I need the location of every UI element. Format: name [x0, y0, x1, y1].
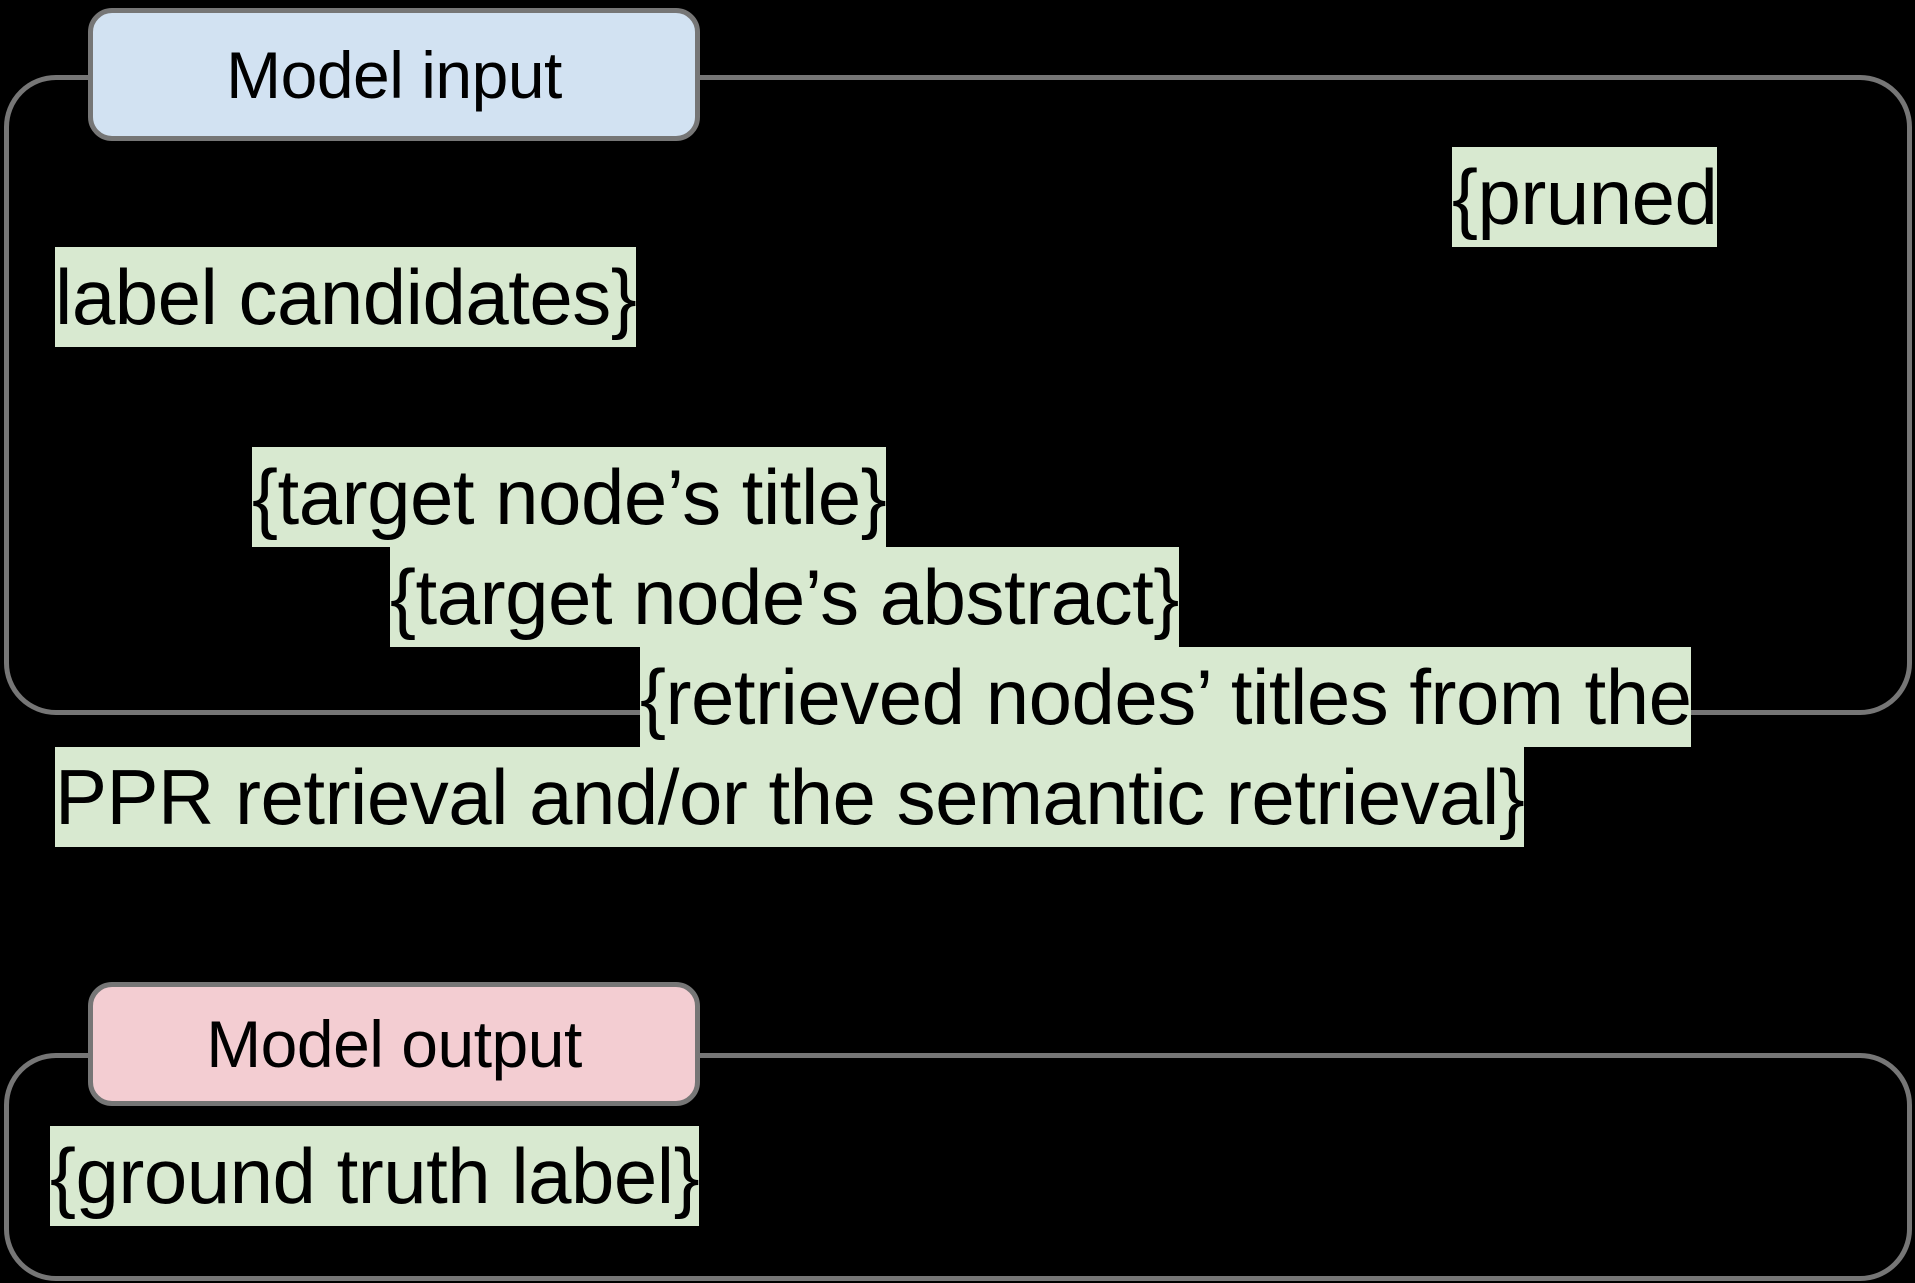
model-input-line: {target node’s title} [0, 447, 1915, 547]
model-output-panel [4, 1053, 1912, 1281]
highlighted-placeholder: {ground truth label} [50, 1126, 700, 1226]
highlighted-placeholder: {retrieved nodes’ titles from the [640, 647, 1692, 747]
model-output-badge: Model output [88, 982, 700, 1106]
model-input-badge: Model input [88, 8, 700, 141]
model-output-line: {ground truth label} [0, 1126, 1915, 1226]
model-input-line: {target node’s abstract} [0, 547, 1915, 647]
highlighted-placeholder: {target node’s abstract} [390, 547, 1179, 647]
model-input-line: {retrieved nodes’ titles from the [0, 647, 1915, 747]
highlighted-placeholder: label candidates} [55, 247, 637, 347]
model-input-line: {pruned [0, 147, 1915, 247]
highlighted-placeholder: PPR retrieval and/or the semantic retrie… [55, 747, 1525, 847]
highlighted-placeholder: {target node’s title} [252, 447, 887, 547]
model-input-text-block: {pruned label candidates} {target node’s t… [0, 147, 1915, 847]
highlighted-placeholder: {pruned [1452, 147, 1718, 247]
model-output-text-block: {ground truth label} [0, 1126, 1915, 1226]
model-input-line: label candidates} [0, 247, 1915, 347]
model-input-line: PPR retrieval and/or the semantic retrie… [0, 747, 1915, 847]
model-input-line [0, 347, 1915, 447]
